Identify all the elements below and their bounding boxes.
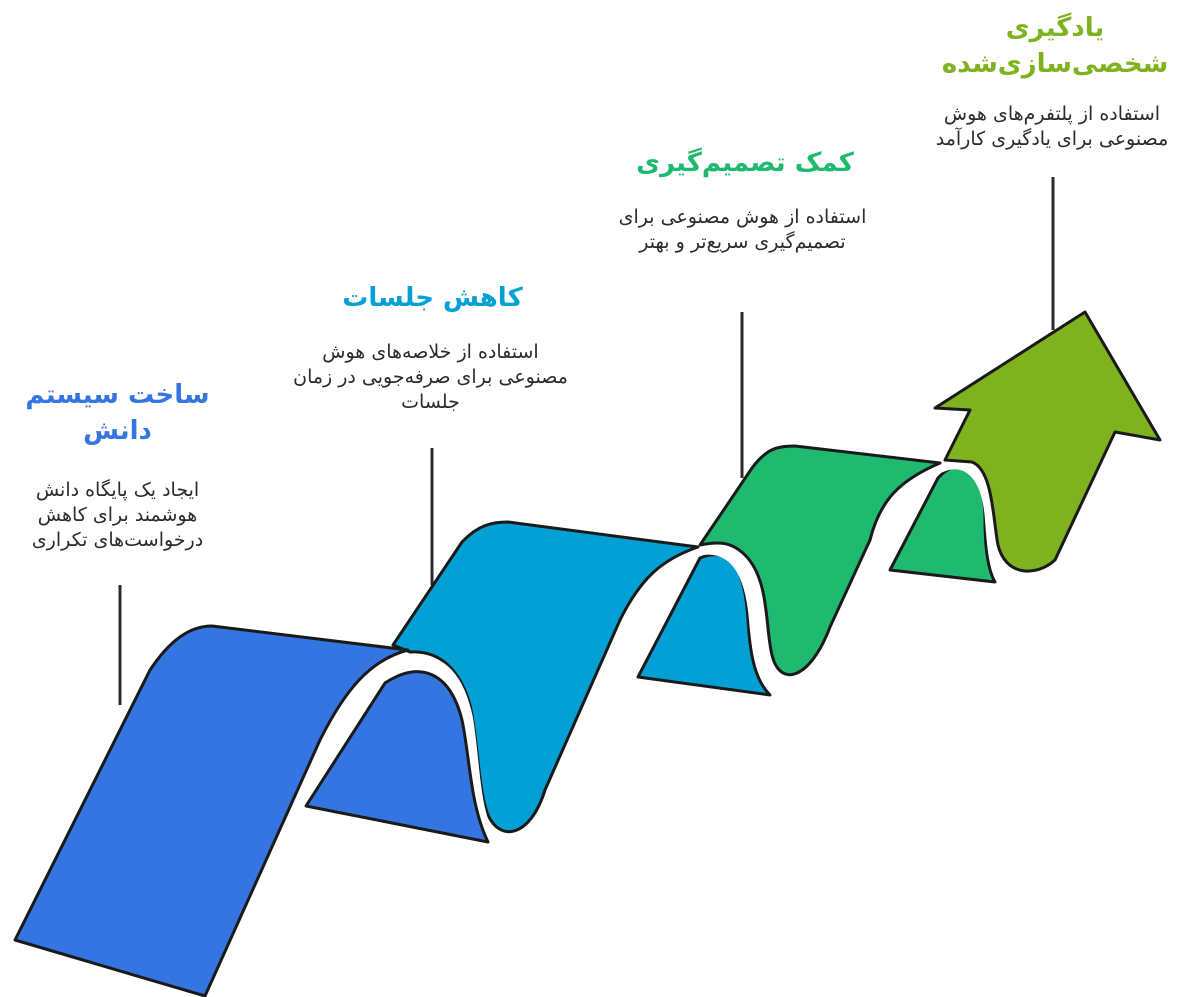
ribbon-segment-3 [698, 444, 942, 677]
stage-2-title: کاهش جلسات [342, 283, 523, 313]
stage-2-description: استفاده از خلاصه‌های هوش مصنوعی برای صرف… [293, 341, 568, 413]
stage-4-title: یادگیری شخصی‌سازی‌شده [941, 13, 1169, 79]
ribbon-arrow-4 [933, 310, 1162, 573]
ribbon-segment-1 [13, 624, 410, 997]
connector-lines [118, 177, 1055, 705]
ribbon-gap-3 [937, 463, 1001, 577]
stage-1-description: ایجاد یک پایگاه دانش هوشمند برای کاهش در… [31, 479, 204, 551]
stage-1-title: ساخت سیستم دانش [25, 380, 210, 446]
stage-3-description: استفاده از هوش مصنوعی برای تصمیم‌گیری سر… [618, 206, 867, 253]
ribbon-gap-2 [699, 548, 775, 693]
ribbon-gap-1 [407, 654, 495, 839]
stage-3-title: کمک تصمیم‌گیری [636, 148, 854, 178]
ribbon-segment-2-fold [304, 670, 490, 844]
ribbon-segment-2 [391, 520, 700, 834]
stage-4-description: استفاده از پلتفرم‌های هوش مصنوعی برای یا… [935, 103, 1169, 150]
